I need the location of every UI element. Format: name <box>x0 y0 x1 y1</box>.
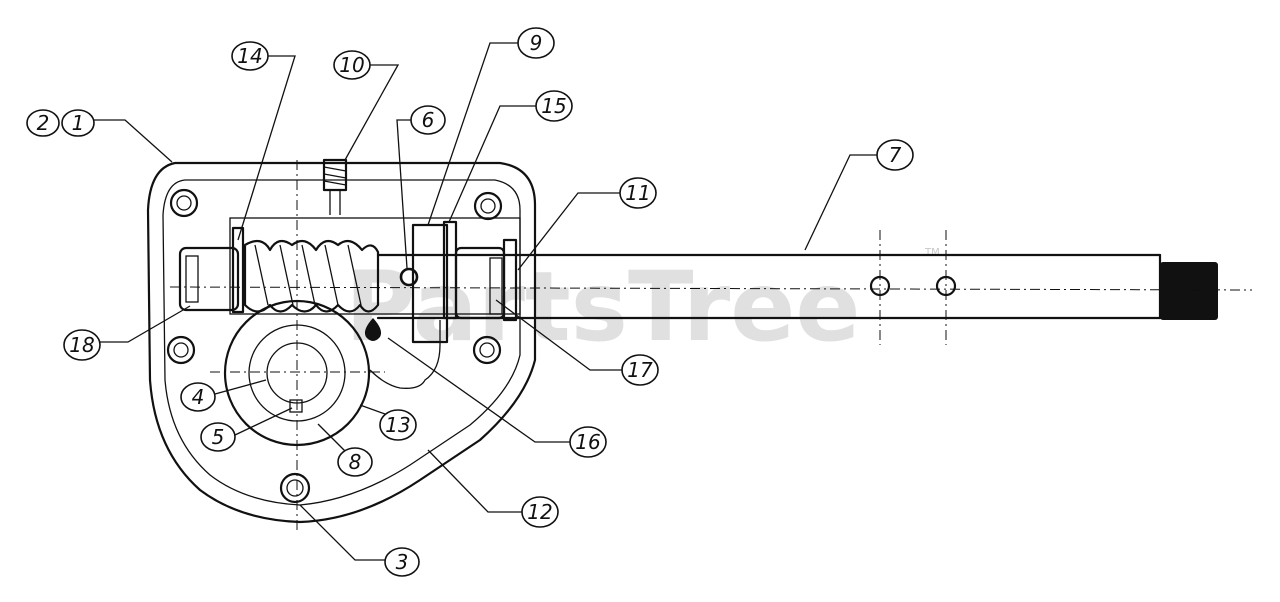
callout-2[interactable]: 2 <box>26 109 60 137</box>
callout-14[interactable]: 14 <box>231 41 269 71</box>
callout-8[interactable]: 8 <box>337 447 373 477</box>
callout-5[interactable]: 5 <box>200 422 236 452</box>
svg-text:2: 2 <box>37 111 50 135</box>
leader-10 <box>344 64 400 161</box>
thrust-washer-left <box>231 226 245 314</box>
leader-16 <box>387 337 570 443</box>
callout-11[interactable]: 11 <box>619 177 657 209</box>
svg-text:1: 1 <box>72 111 85 135</box>
svg-text:13: 13 <box>385 413 410 437</box>
svg-text:15: 15 <box>541 94 566 118</box>
bushing-17 <box>489 257 503 315</box>
callout-7[interactable]: 7 <box>876 139 914 171</box>
housing-bolt-top-left <box>169 188 199 218</box>
svg-text:12: 12 <box>527 500 552 524</box>
left-bearing <box>178 246 240 312</box>
svg-text:4: 4 <box>192 385 205 409</box>
svg-text:11: 11 <box>625 181 650 205</box>
housing-bolt-top-right <box>473 191 503 221</box>
svg-text:16: 16 <box>575 430 600 454</box>
gear-key <box>289 399 303 413</box>
leader-14 <box>237 55 296 241</box>
leader-5 <box>234 407 293 436</box>
worm-gear-threads <box>243 239 380 313</box>
worm-channel <box>229 217 521 315</box>
housing-bolt-mid-left <box>166 335 196 365</box>
housing-outer <box>146 161 537 524</box>
leader-1 <box>94 119 173 163</box>
leader-12 <box>427 449 522 513</box>
watermark-trademark: TM <box>924 247 940 258</box>
callout-16[interactable]: 16 <box>569 426 607 458</box>
svg-text:3: 3 <box>396 550 409 574</box>
leader-4 <box>214 379 267 395</box>
leader-11 <box>517 192 620 271</box>
grease-point-marker <box>364 318 382 341</box>
retaining-ring <box>502 238 518 322</box>
leader-6 <box>396 119 411 269</box>
housing-bolt-bottom <box>279 472 311 504</box>
leader-3 <box>299 504 385 561</box>
callout-10[interactable]: 10 <box>333 50 371 80</box>
callout-9[interactable]: 9 <box>517 27 555 59</box>
svg-text:7: 7 <box>889 143 902 167</box>
leader-18 <box>100 305 191 343</box>
callout-18[interactable]: 18 <box>63 329 101 361</box>
svg-text:9: 9 <box>530 31 543 55</box>
leader-7 <box>804 154 877 251</box>
callout-13[interactable]: 13 <box>379 409 417 441</box>
callout-3[interactable]: 3 <box>384 547 420 577</box>
retaining-ball <box>399 267 419 287</box>
svg-text:10: 10 <box>339 53 364 77</box>
callout-1[interactable]: 1 <box>61 109 95 137</box>
fill-plug-screw <box>322 158 348 215</box>
svg-text:8: 8 <box>349 450 362 474</box>
left-bearing-race <box>185 255 199 303</box>
svg-text:14: 14 <box>237 44 262 68</box>
shaft-collar <box>411 223 449 344</box>
shaft-knurled-end <box>1160 262 1218 320</box>
watermark-text: PartsTree <box>345 251 860 363</box>
svg-text:17: 17 <box>627 358 653 382</box>
leader-15 <box>448 105 536 223</box>
callout-12[interactable]: 12 <box>521 496 559 528</box>
callout-4[interactable]: 4 <box>180 382 216 412</box>
leader-17 <box>495 299 622 371</box>
callout-6[interactable]: 6 <box>410 105 446 135</box>
svg-text:5: 5 <box>212 425 225 449</box>
housing-channel-13 <box>369 320 441 389</box>
housing-bolt-mid-right <box>472 335 502 365</box>
callout-17[interactable]: 17 <box>621 354 659 386</box>
svg-text:18: 18 <box>69 333 94 357</box>
leader-9 <box>427 42 518 226</box>
svg-text:6: 6 <box>422 108 435 132</box>
shaft-centerline <box>169 286 1253 291</box>
leader-8 <box>317 423 346 452</box>
callout-15[interactable]: 15 <box>535 90 573 122</box>
leader-13 <box>359 404 386 415</box>
worm-wheel <box>223 299 371 447</box>
